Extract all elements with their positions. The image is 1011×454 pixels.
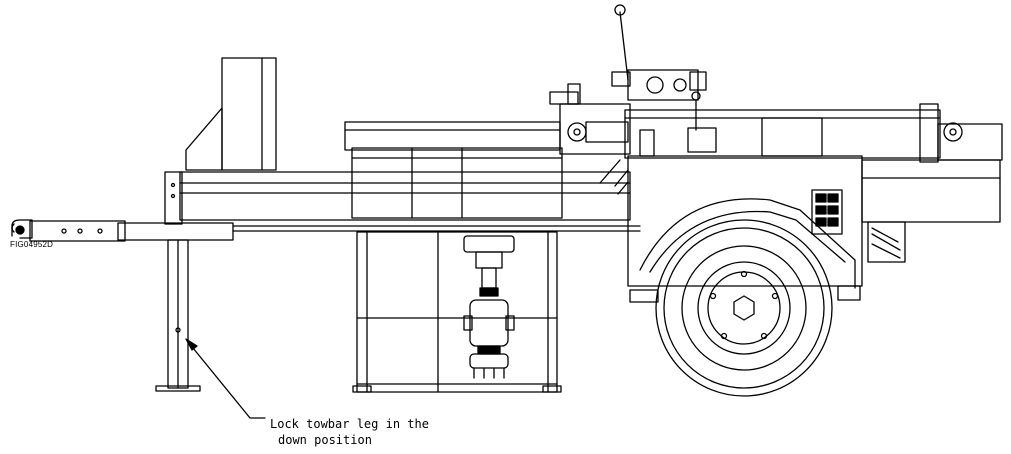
wedge-tower: [186, 58, 276, 170]
main-cylinder: [568, 104, 1002, 162]
callout-line-2: down position: [278, 433, 372, 447]
vertical-cylinder: [464, 236, 514, 378]
callout-line-1: Lock towbar leg in the: [270, 417, 429, 431]
figure-id: FIG04952D: [10, 240, 54, 249]
wheel: [656, 220, 832, 396]
lower-cage: [353, 232, 561, 392]
log-cradle: [345, 84, 630, 218]
main-beam: [165, 160, 630, 224]
callout-label: Lock towbar leg in the down position: [270, 416, 429, 448]
engine-housing: [628, 156, 1000, 302]
callout-leader: [186, 339, 265, 418]
control-valve: [612, 5, 706, 130]
fender: [640, 199, 855, 288]
towbar-leg: [156, 240, 200, 391]
hitch-coupler: [12, 220, 32, 238]
